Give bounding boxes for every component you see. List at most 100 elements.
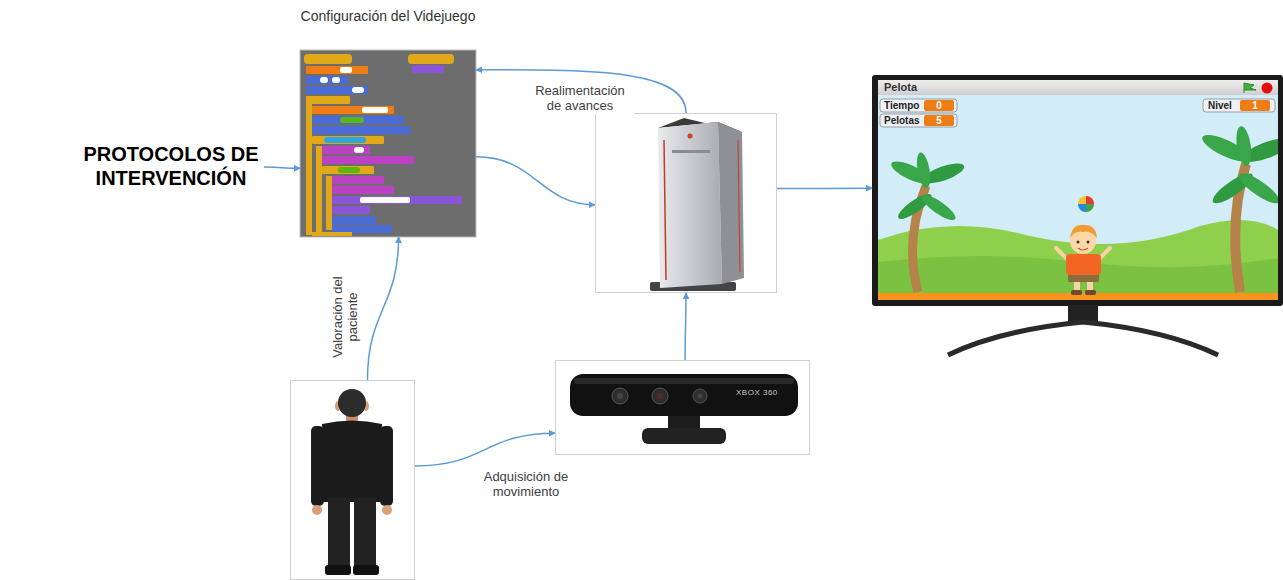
computer-tower [664, 140, 666, 280]
patient-figure [312, 505, 322, 515]
scratch-code-image [332, 216, 376, 224]
scratch-code-image [324, 137, 366, 143]
flow-arrow [684, 293, 686, 360]
patient-node [290, 380, 415, 580]
patient-figure [322, 421, 382, 503]
television-screen [1240, 100, 1270, 111]
scratch-code-image [316, 146, 322, 232]
scratch-code-image [408, 54, 454, 64]
television-screen [872, 75, 1283, 306]
television-screen [880, 99, 957, 112]
device-brand: XBOX 360 [736, 388, 778, 398]
scratch-code-image [326, 176, 332, 230]
scratch-code-image [312, 232, 352, 236]
node-heading: Configuración del Videjuego [300, 8, 476, 25]
flow-arrow [264, 167, 300, 168]
television-screen [878, 220, 1278, 300]
flow-arrow [476, 157, 595, 205]
scratch-code-image [332, 176, 384, 184]
patient-figure [325, 565, 351, 575]
scratch-code-image [306, 76, 348, 84]
variable-name: Pelotas [884, 115, 920, 127]
television-screen [1071, 290, 1082, 295]
patient-figure [354, 498, 376, 568]
television-screen [915, 151, 933, 189]
computer-tower [738, 140, 740, 272]
computer-node [595, 113, 777, 293]
television-screen [1087, 241, 1090, 244]
patient-figure [382, 505, 392, 515]
variable-name: Nivel [1208, 100, 1232, 112]
television-screen [878, 95, 1278, 300]
patient-figure [353, 565, 379, 575]
flow-arrow [368, 237, 399, 380]
scratch-code-image [304, 54, 352, 64]
television-screen [1078, 204, 1086, 212]
television-screen [1086, 196, 1094, 204]
scratch-code-image [306, 86, 368, 94]
television-screen [1236, 169, 1278, 208]
flow-arrow [777, 187, 872, 189]
television-screen [1085, 290, 1096, 295]
scratch-code-image [306, 96, 312, 235]
variable-value: 0 [924, 100, 954, 112]
flow-arrow [476, 70, 686, 113]
television-screen [1244, 83, 1256, 93]
scratch-code-image [338, 167, 360, 173]
scratch-code-image [300, 50, 476, 237]
scratch-code-image [332, 196, 462, 204]
television-screen [948, 322, 1218, 355]
scratch-code-image [362, 107, 388, 113]
television-screen [1077, 241, 1080, 244]
television-screen [1066, 254, 1101, 275]
television-screen [872, 75, 1283, 355]
kinect-sensor [668, 414, 700, 430]
kinect-node: XBOX 360 [555, 360, 810, 455]
intro-text: PROTOCOLOS DE INTERVENCIÓN [78, 142, 264, 190]
patient-figure [311, 389, 393, 575]
patient-figure [328, 498, 350, 568]
scratch-code-image [322, 166, 374, 174]
computer-tower [658, 122, 722, 288]
television-screen [924, 115, 954, 126]
window-title: Pelota [884, 81, 917, 94]
variable-value: 5 [924, 115, 954, 127]
television-screen [878, 80, 1278, 95]
scratch-code-image [312, 106, 394, 114]
television-screen [878, 95, 1278, 300]
scratch-code-image [322, 146, 370, 154]
scratch-code-image [340, 117, 364, 123]
television-screen [1078, 248, 1088, 250]
computer-tower [672, 150, 710, 153]
scratch-code-image [322, 156, 414, 164]
television-screen [1262, 83, 1273, 94]
edge-label: Valoración del paciente [329, 267, 361, 367]
kinect-sensor [657, 393, 663, 399]
television-screen [919, 191, 959, 224]
scratch-code-image [332, 225, 392, 233]
kinect-sensor [698, 394, 703, 399]
television-screen [1203, 99, 1275, 112]
kinect-sensor [617, 393, 623, 399]
television-screen [1070, 225, 1097, 238]
scratch-code-image [312, 136, 384, 144]
television-screen [1078, 196, 1094, 212]
scratch-code-image [320, 77, 328, 83]
flow-arrow [415, 433, 555, 466]
television-screen [924, 100, 954, 111]
kinect-sensor [642, 428, 726, 444]
scratch-code-image [360, 197, 410, 203]
television-screen [1086, 204, 1094, 212]
computer-tower [650, 118, 744, 291]
scratch-code-image [312, 116, 404, 124]
scratch-code-image [354, 147, 364, 153]
television-screen [878, 80, 1278, 300]
kinect-sensor [652, 388, 668, 404]
intro-text-node: PROTOCOLOS DE INTERVENCIÓN [78, 142, 264, 192]
patient-figure [311, 426, 324, 506]
computer-tower [718, 122, 744, 284]
scratch-code-image [332, 206, 370, 214]
